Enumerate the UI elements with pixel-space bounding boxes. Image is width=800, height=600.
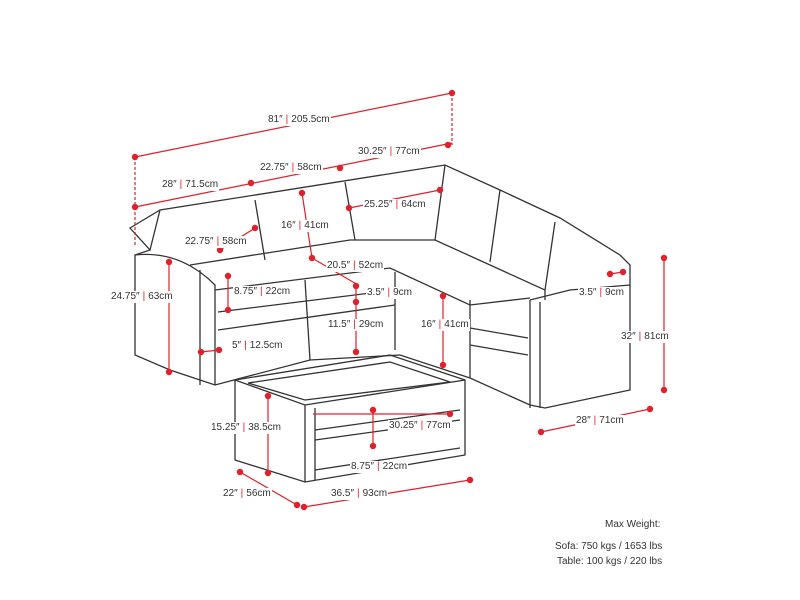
separator: | bbox=[260, 286, 263, 297]
dimension-label-corner-back-width: 25.25″|64cm bbox=[363, 199, 427, 211]
imperial-value: 25.25″ bbox=[364, 199, 393, 210]
imperial-value: 3.5″ bbox=[367, 287, 385, 298]
metric-value: 93cm bbox=[362, 488, 388, 499]
separator: | bbox=[179, 179, 183, 190]
metric-value: 22cm bbox=[382, 461, 408, 472]
dimension-label-seat-depth: 20.5″|52cm bbox=[326, 260, 385, 272]
sofa-max-weight: Sofa: 750 kgs / 1653 lbs bbox=[555, 541, 663, 552]
metric-value: 205.5cm bbox=[291, 114, 330, 125]
dimension-label-total-height: 32″|81cm bbox=[620, 331, 670, 343]
imperial-value: 24.75″ bbox=[111, 291, 140, 302]
imperial-value: 22.75″ bbox=[185, 236, 214, 247]
metric-value: 12.5cm bbox=[249, 340, 283, 351]
dimension-label-seat-height: 16″|41cm bbox=[420, 319, 470, 331]
separator: | bbox=[298, 220, 302, 231]
metric-value: 64cm bbox=[401, 199, 426, 210]
dimension-label-seat-base-height: 11.5″|29cm bbox=[327, 319, 385, 331]
imperial-value: 11.5″ bbox=[328, 319, 351, 330]
separator: | bbox=[242, 422, 246, 433]
imperial-value: 8.75″ bbox=[351, 461, 375, 472]
metric-value: 41cm bbox=[444, 319, 469, 330]
metric-value: 77cm bbox=[395, 146, 420, 157]
separator: | bbox=[420, 420, 424, 431]
metric-value: 71.5cm bbox=[185, 179, 219, 190]
dimension-label-end-seat-width: 28″|71.5cm bbox=[161, 179, 220, 191]
imperial-value: 8.75″ bbox=[234, 286, 258, 297]
separator: | bbox=[285, 114, 289, 125]
dimension-label-back-height: 16″|41cm bbox=[280, 220, 330, 232]
imperial-value: 30.25″ bbox=[358, 146, 387, 157]
dimension-label-back-width: 22.75″|58cm bbox=[184, 236, 248, 248]
imperial-value: 22.75″ bbox=[260, 162, 289, 173]
metric-value: 41cm bbox=[304, 220, 329, 231]
metric-value: 38.5cm bbox=[248, 422, 281, 433]
metric-value: 58cm bbox=[222, 236, 247, 247]
imperial-value: 5″ bbox=[232, 340, 242, 351]
metric-value: 22cm bbox=[265, 286, 291, 297]
separator: | bbox=[353, 319, 356, 330]
separator: | bbox=[357, 488, 360, 499]
separator: | bbox=[387, 287, 391, 298]
separator: | bbox=[438, 319, 442, 330]
dimension-label-middle-seat-width: 22.75″|58cm bbox=[259, 162, 323, 174]
dimension-label-arm-height: 24.75″|63cm bbox=[110, 291, 174, 303]
metric-value: 9cm bbox=[393, 287, 412, 298]
dimension-label-total-depth: 28″|71cm bbox=[575, 415, 625, 427]
dimension-label-table-shelf-height: 8.75″|22cm bbox=[350, 461, 409, 473]
imperial-value: 3.5″ bbox=[579, 287, 597, 298]
sofa-outline bbox=[128, 164, 631, 409]
separator: | bbox=[395, 199, 399, 210]
metric-value: 9cm bbox=[605, 287, 624, 298]
separator: | bbox=[216, 236, 220, 247]
separator: | bbox=[638, 331, 642, 342]
dimension-label-arm-width: 3.5″|9cm bbox=[578, 287, 625, 299]
imperial-value: 28″ bbox=[576, 415, 591, 426]
dimension-label-table-width: 36.5″|93cm bbox=[330, 488, 389, 500]
separator: | bbox=[389, 146, 393, 157]
dimension-label-corner-width: 30.25″|77cm bbox=[357, 146, 421, 158]
dimension-label-leg-height: 5″|12.5cm bbox=[231, 340, 284, 352]
imperial-value: 22″ bbox=[223, 488, 238, 499]
imperial-value: 32″ bbox=[621, 331, 636, 342]
metric-value: 71cm bbox=[599, 415, 624, 426]
separator: | bbox=[377, 461, 380, 472]
separator: | bbox=[240, 488, 244, 499]
dimension-label-table-height: 15.25″|38.5cm bbox=[210, 422, 282, 434]
separator: | bbox=[353, 260, 356, 271]
separator: | bbox=[244, 340, 247, 351]
imperial-value: 15.25″ bbox=[211, 422, 240, 433]
metric-value: 81cm bbox=[644, 331, 669, 342]
imperial-value: 16″ bbox=[421, 319, 436, 330]
metric-value: 63cm bbox=[148, 291, 173, 302]
metric-value: 56cm bbox=[246, 488, 271, 499]
separator: | bbox=[142, 291, 146, 302]
metric-value: 77cm bbox=[426, 420, 451, 431]
dimension-label-table-depth: 22″|56cm bbox=[222, 488, 272, 500]
imperial-value: 30.25″ bbox=[389, 420, 418, 431]
separator: | bbox=[291, 162, 295, 173]
dimension-label-arm-above-seat: 8.75″|22cm bbox=[233, 286, 292, 298]
imperial-value: 81″ bbox=[268, 114, 283, 125]
dimension-label-table-inner-width: 30.25″|77cm bbox=[388, 420, 452, 432]
dimension-endpoints bbox=[131, 89, 668, 511]
table-max-weight: Table: 100 kgs / 220 lbs bbox=[557, 556, 663, 567]
imperial-value: 20.5″ bbox=[327, 260, 351, 271]
metric-value: 52cm bbox=[358, 260, 384, 271]
separator: | bbox=[599, 287, 603, 298]
imperial-value: 28″ bbox=[162, 179, 177, 190]
imperial-value: 36.5″ bbox=[331, 488, 355, 499]
max-weight-title: Max Weight: bbox=[605, 519, 661, 530]
separator: | bbox=[593, 415, 597, 426]
imperial-value: 16″ bbox=[281, 220, 296, 231]
dimension-label-cushion-thickness: 3.5″|9cm bbox=[366, 287, 413, 299]
metric-value: 58cm bbox=[297, 162, 322, 173]
metric-value: 29cm bbox=[358, 319, 384, 330]
dimension-label-overall-width: 81″|205.5cm bbox=[267, 114, 331, 126]
